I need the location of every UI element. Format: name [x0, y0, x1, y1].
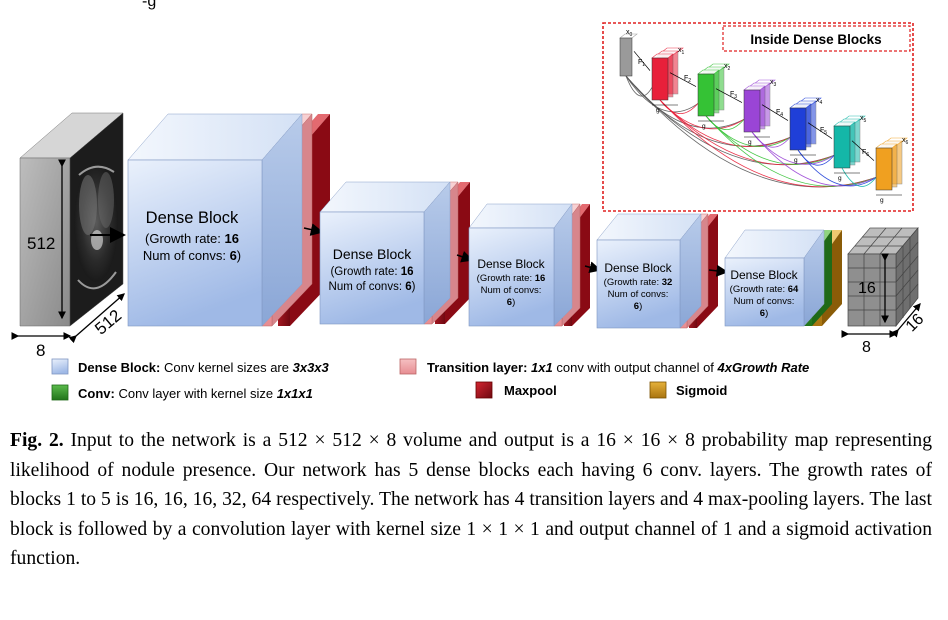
dense-block-5: Dense Block (Growth rate: 64 Num of conv…	[724, 229, 842, 327]
inset-f-label: F2	[684, 75, 691, 84]
legend-transition-text: Transition layer: 1x1 conv with output c…	[427, 360, 809, 375]
legend-conv-text: Conv: Conv layer with kernel size 1x1x1	[78, 386, 313, 401]
dense-block-4-convs: Num of convs:	[608, 289, 669, 300]
inset-f-arrow	[715, 88, 743, 103]
inset-x-label: x5	[860, 115, 867, 124]
dense-block-4-growth: (Growth rate: 32	[604, 277, 673, 288]
inset-title-box	[722, 25, 911, 52]
dense-block-2: Dense Block (Growth rate: 16 Num of conv…	[319, 181, 470, 325]
output-width-label: 8	[862, 339, 871, 356]
legend-sigmoid-swatch	[649, 381, 667, 399]
inset-g-label: g	[702, 123, 706, 130]
top-edge-text: -g	[142, 0, 156, 10]
dense-block-3-growth: (Growth rate: 16	[477, 273, 546, 284]
legend-dense-text: Dense Block: Conv kernel sizes are 3x3x3	[78, 360, 330, 375]
dense-block-2-growth: (Growth rate: 16	[330, 266, 413, 278]
arrow-2	[303, 223, 324, 236]
inset-slab	[697, 73, 715, 117]
inset-x-label: x6	[902, 137, 909, 146]
dense-block-4-title: Dense Block	[604, 261, 672, 275]
inset-f-arrow	[669, 72, 697, 87]
output-depth-label: 16	[903, 311, 928, 336]
legend-sigmoid-text: Sigmoid	[676, 383, 727, 398]
legend-maxpool-text: Maxpool	[504, 383, 557, 398]
inset-f-label: F6	[862, 149, 869, 158]
input-height-label: 512	[27, 234, 55, 253]
inset-f-label: F3	[730, 91, 737, 100]
dense-block-4: Dense Block (Growth rate: 32 Num of conv…	[596, 213, 718, 329]
dense-block-1-convs: Num of convs: 6)	[143, 248, 241, 263]
input-depth-label: 512	[91, 306, 125, 339]
inset-title: Inside Dense Blocks	[750, 32, 881, 47]
inset-slab	[651, 57, 669, 101]
inset-connection	[659, 99, 835, 166]
inset-g-label: g	[794, 157, 798, 164]
dense-block-3: Dense Block (Growth rate: 16 Num of conv…	[468, 203, 590, 327]
figure-caption-text: Input to the network is a 512 × 512 × 8 …	[10, 430, 933, 569]
dense-block-5-growth: (Growth rate: 64	[730, 284, 799, 295]
inset-slab	[619, 37, 633, 77]
inset-connection	[625, 75, 653, 97]
inset-g-label: g	[838, 175, 842, 182]
output-height-label: 16	[858, 280, 876, 297]
dense-block-4-convs-value: 6)	[634, 301, 642, 312]
legend-conv-swatch	[51, 384, 69, 401]
inset-x-label: x2	[724, 63, 731, 72]
inset-connection	[659, 99, 877, 188]
inset-g-label: g	[880, 197, 884, 204]
inset-f-label: F1	[638, 59, 645, 68]
legend-maxpool-swatch	[475, 381, 493, 399]
input-volume: 512 8 512	[11, 112, 126, 360]
legend-dense-swatch	[51, 358, 69, 375]
arrow-5	[708, 264, 729, 277]
inset-connection	[841, 167, 877, 187]
inset-x-label: x4	[816, 97, 823, 106]
inset-f-label: F4	[776, 109, 783, 118]
dense-block-3-convs: Num of convs:	[481, 285, 542, 296]
output-volume: 16 8 16	[841, 227, 928, 356]
inset-f-arrow	[807, 122, 833, 139]
inset-g-label: g	[748, 139, 752, 146]
figure-caption: Fig. 2. Input to the network is a 512 × …	[10, 426, 932, 574]
dense-block-3-convs-value: 6)	[507, 297, 515, 308]
figure-label: Fig. 2.	[10, 430, 64, 451]
dense-block-3-title: Dense Block	[477, 257, 545, 271]
inset-slab	[789, 107, 807, 151]
dense-block-2-title: Dense Block	[333, 246, 413, 262]
dense-block-1-title: Dense Block	[146, 209, 239, 227]
legend-transition-swatch	[399, 358, 417, 375]
inset-f-arrow	[633, 51, 651, 71]
inset-f-arrow	[851, 140, 875, 161]
dense-block-2-convs: Num of convs: 6)	[329, 281, 416, 293]
inset-connection	[705, 115, 835, 165]
inset-x-label: x1	[678, 47, 685, 56]
dense-block-5-title: Dense Block	[730, 268, 798, 282]
inset-slab	[743, 89, 761, 133]
inset-x-label: x0	[626, 29, 633, 38]
inset-connection	[625, 75, 699, 113]
inset-g-label: g	[656, 107, 660, 114]
dense-block-1: Dense Block (Growth rate: 16 Num of conv…	[127, 113, 330, 327]
inset-slab	[833, 125, 851, 169]
inset-f-arrow	[761, 104, 789, 121]
input-width-label: 8	[36, 341, 45, 360]
dense-block-5-convs: Num of convs:	[734, 296, 795, 307]
legend: Dense Block: Conv kernel sizes are 3x3x3…	[51, 358, 809, 401]
dense-block-1-growth: (Growth rate: 16	[145, 231, 239, 246]
inset-connection	[705, 115, 877, 187]
inset-f-label: F5	[820, 127, 827, 136]
inset-x-label: x3	[770, 79, 777, 88]
inset-slab	[875, 147, 893, 191]
inset-connection	[797, 149, 877, 187]
inset-connection	[751, 131, 877, 187]
dense-block-5-convs-value: 6)	[760, 308, 768, 319]
